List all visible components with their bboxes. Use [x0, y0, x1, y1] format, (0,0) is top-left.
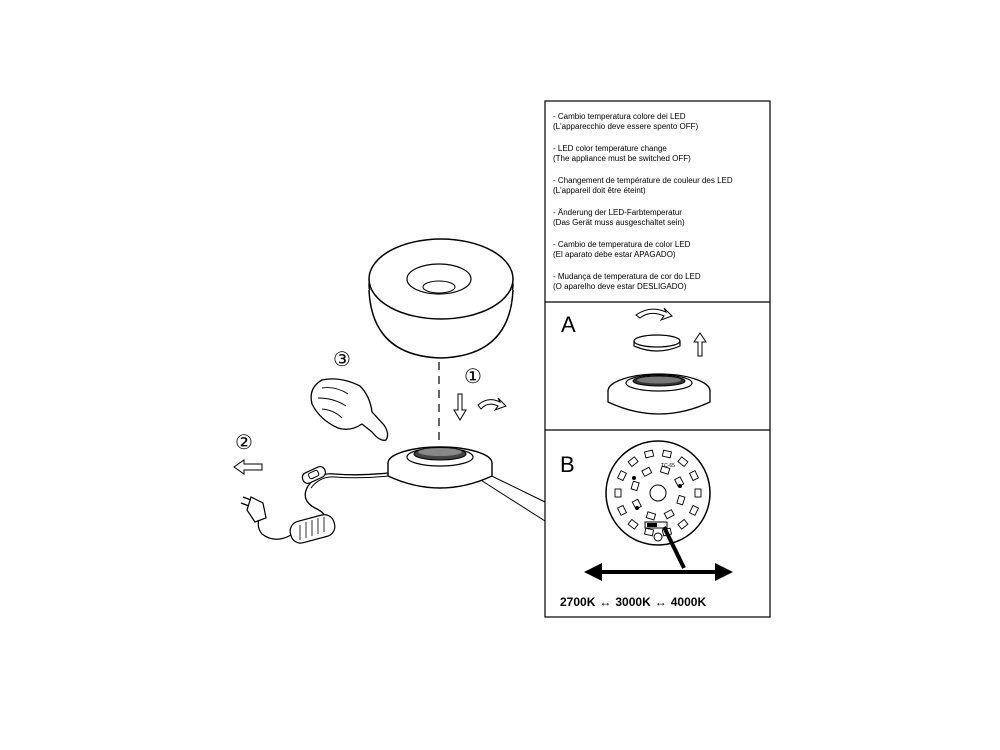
- temperature-options: 2700K↔3000K↔4000K: [560, 595, 706, 609]
- step-3-marker: ③: [333, 349, 351, 371]
- led-board-code: TC-65: [661, 463, 675, 469]
- hand-icon: [310, 378, 389, 441]
- led-board-mount-hole: [653, 532, 663, 542]
- instruction-item: - Cambio temperatura colore dei LED(L'ap…: [553, 112, 733, 132]
- lamp-shade: [368, 238, 514, 359]
- lamp-base: [387, 446, 493, 489]
- instructions-panel: - Cambio temperatura colore dei LED(L'ap…: [545, 102, 770, 300]
- led-chip: [643, 449, 655, 459]
- led-chip: [661, 449, 673, 459]
- led-chip: [643, 527, 655, 537]
- instruction-title: - LED color temperature change: [553, 144, 667, 153]
- inline-switch: [301, 465, 327, 484]
- instruction-box: [544, 100, 771, 618]
- temp-separator-2: ↔: [654, 595, 667, 609]
- led-chip: [677, 518, 689, 530]
- instruction-title: - Cambio temperatura colore dei LED: [553, 112, 686, 121]
- led-chip: [627, 456, 639, 468]
- instruction-note: (El aparato debe estar APAGADO): [553, 250, 676, 259]
- led-chip: [616, 470, 628, 482]
- led-board-dot: [635, 506, 639, 510]
- plug-icon: [240, 496, 267, 523]
- led-chip: [663, 509, 675, 520]
- instruction-item: - LED color temperature change(The appli…: [553, 144, 733, 164]
- temp-2700: 2700K: [560, 595, 596, 609]
- led-board-center-hole: [649, 484, 667, 502]
- led-chip: [676, 494, 686, 506]
- led-chip: [688, 504, 700, 516]
- switch-pointer-line: [662, 526, 686, 569]
- led-chip: [614, 488, 622, 498]
- left-arrow-icon: [233, 459, 263, 475]
- instruction-item: - Changement de température de couleur d…: [553, 176, 733, 196]
- panel-a-label: A: [561, 312, 576, 337]
- led-chip: [677, 456, 689, 468]
- rotate-arrow-icon: [635, 307, 673, 322]
- step-1-marker: ①: [464, 366, 482, 388]
- power-cable: [304, 472, 389, 523]
- temp-3000: 3000K: [615, 595, 651, 609]
- led-chip: [627, 518, 639, 530]
- instruction-note: (L'appareil doit être éteint): [553, 186, 646, 195]
- lifted-cap: [633, 334, 681, 348]
- panel-a-illustration: [607, 307, 711, 415]
- led-chip: [641, 466, 653, 477]
- instruction-item: - Mudança de temperatura de cor do LED(O…: [553, 272, 733, 292]
- instruction-note: (O aparelho deve estar DESLIGADO): [553, 282, 687, 291]
- instruction-item: - Cambio de temperatura de color LED(El …: [553, 240, 733, 260]
- led-chip: [659, 465, 671, 475]
- power-supply: [289, 514, 336, 544]
- led-board-dot: [632, 476, 636, 480]
- instruction-note: (Das Gerät muss ausgeschaltet sein): [553, 218, 685, 227]
- down-arrow-icon: [453, 393, 467, 421]
- temp-separator-1: ↔: [599, 595, 612, 609]
- instruction-title: - Changement de température de couleur d…: [553, 176, 733, 185]
- rotate-icon: [477, 397, 507, 412]
- led-chip: [694, 488, 702, 498]
- instruction-title: - Änderung der LED-Farbtemperatur: [553, 208, 682, 217]
- led-chip: [645, 511, 657, 521]
- instruction-note: (The appliance must be switched OFF): [553, 154, 691, 163]
- instruction-item: - Änderung der LED-Farbtemperatur(Das Ge…: [553, 208, 733, 228]
- instruction-title: - Mudança de temperatura de cor do LED: [553, 272, 701, 281]
- panel-b-illustration: [584, 440, 733, 581]
- up-arrow-icon: [693, 332, 707, 357]
- panel-b-label: B: [560, 452, 575, 477]
- led-chip: [630, 480, 640, 492]
- temp-4000: 4000K: [670, 595, 707, 609]
- instruction-note: (L'apparecchio deve essere spento OFF): [553, 122, 699, 131]
- instruction-list: - Cambio temperatura colore dei LED(L'ap…: [545, 112, 733, 304]
- led-board-dot: [678, 484, 682, 488]
- led-chip: [616, 504, 628, 516]
- step-2-marker: ②: [235, 432, 253, 454]
- led-chip: [688, 470, 700, 482]
- instruction-title: - Cambio de temperatura de color LED: [553, 240, 691, 249]
